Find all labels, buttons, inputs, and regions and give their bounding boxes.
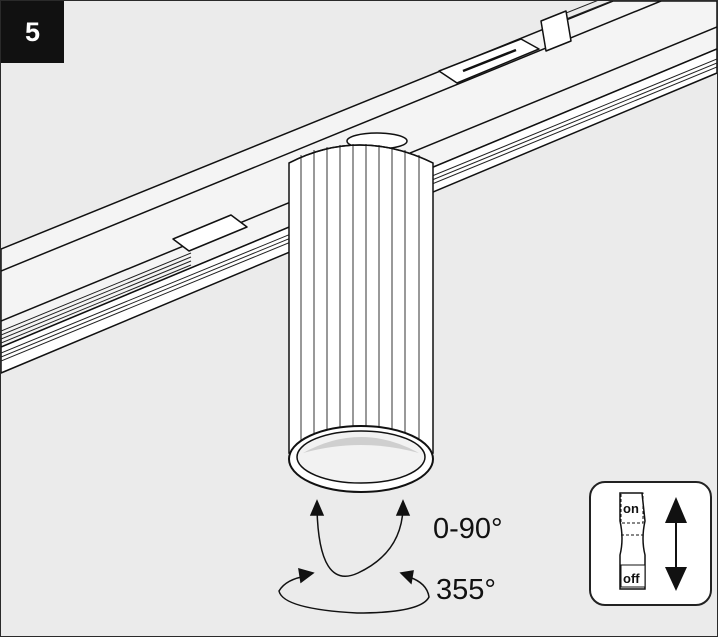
switch-on-label: on: [623, 501, 639, 516]
tilt-arrow-icon: [309, 499, 411, 577]
tilt-angle-label: 0-90°: [433, 513, 503, 545]
fluted-spotlight: [288, 144, 434, 493]
rail-label-marks: [462, 48, 517, 73]
up-down-arrow-icon: [665, 497, 687, 591]
rotation-arrow-icon: [278, 567, 430, 614]
rail-connector: [172, 214, 248, 252]
switch-off-label: off: [623, 571, 640, 586]
rail-end-block: [540, 10, 572, 52]
lens-shading: [303, 437, 419, 453]
rocker-switch-icon: on off: [619, 492, 687, 591]
rotation-angle-label: 355°: [436, 574, 496, 606]
step-number-badge: 5: [1, 1, 64, 63]
switch-instruction-box: on off: [589, 481, 712, 606]
